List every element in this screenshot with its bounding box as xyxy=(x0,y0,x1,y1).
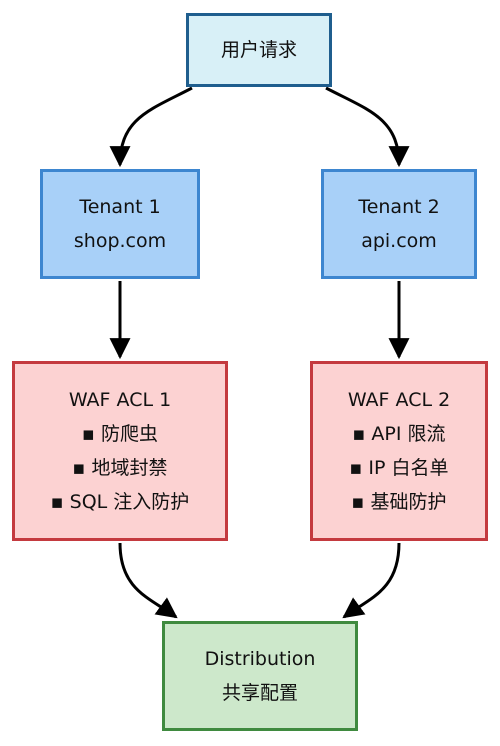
waf-acl2-title: WAF ACL 2 xyxy=(347,389,451,411)
tenant1-title: Tenant 1 xyxy=(79,196,161,218)
edge-request-to-tenant1 xyxy=(109,86,193,168)
waf-acl1-title: WAF ACL 1 xyxy=(68,389,172,411)
distribution-node: Distribution 共享配置 xyxy=(162,621,358,731)
tenant2-domain: api.com xyxy=(361,230,437,252)
tenant1-node: Tenant 1 shop.com xyxy=(40,169,200,279)
waf-acl2-item: ▪ IP 白名单 xyxy=(349,457,449,479)
waf-acl2-item: ▪ 基础防护 xyxy=(351,491,447,513)
waf-acl2-item: ▪ API 限流 xyxy=(352,423,446,445)
user-request-node: 用户请求 xyxy=(186,13,332,87)
tenant1-domain: shop.com xyxy=(73,230,167,252)
edge-waf1-to-distribution xyxy=(118,542,178,619)
edge-waf2-to-distribution xyxy=(342,542,401,619)
waf-acl1-node: WAF ACL 1 ▪ 防爬虫 ▪ 地域封禁 ▪ SQL 注入防护 xyxy=(12,361,228,541)
waf-acl1-item: ▪ SQL 注入防护 xyxy=(50,491,190,513)
waf-acl2-node: WAF ACL 2 ▪ API 限流 ▪ IP 白名单 ▪ 基础防护 xyxy=(310,361,488,541)
distribution-title: Distribution xyxy=(204,648,316,670)
edge-request-to-tenant2 xyxy=(325,86,410,168)
waf-acl1-item: ▪ 地域封禁 xyxy=(72,457,168,479)
waf-acl1-item: ▪ 防爬虫 xyxy=(82,423,158,445)
tenant2-node: Tenant 2 api.com xyxy=(321,169,477,279)
distribution-subtitle: 共享配置 xyxy=(221,682,298,704)
user-request-label: 用户请求 xyxy=(220,39,297,61)
tenant2-title: Tenant 2 xyxy=(358,196,440,218)
